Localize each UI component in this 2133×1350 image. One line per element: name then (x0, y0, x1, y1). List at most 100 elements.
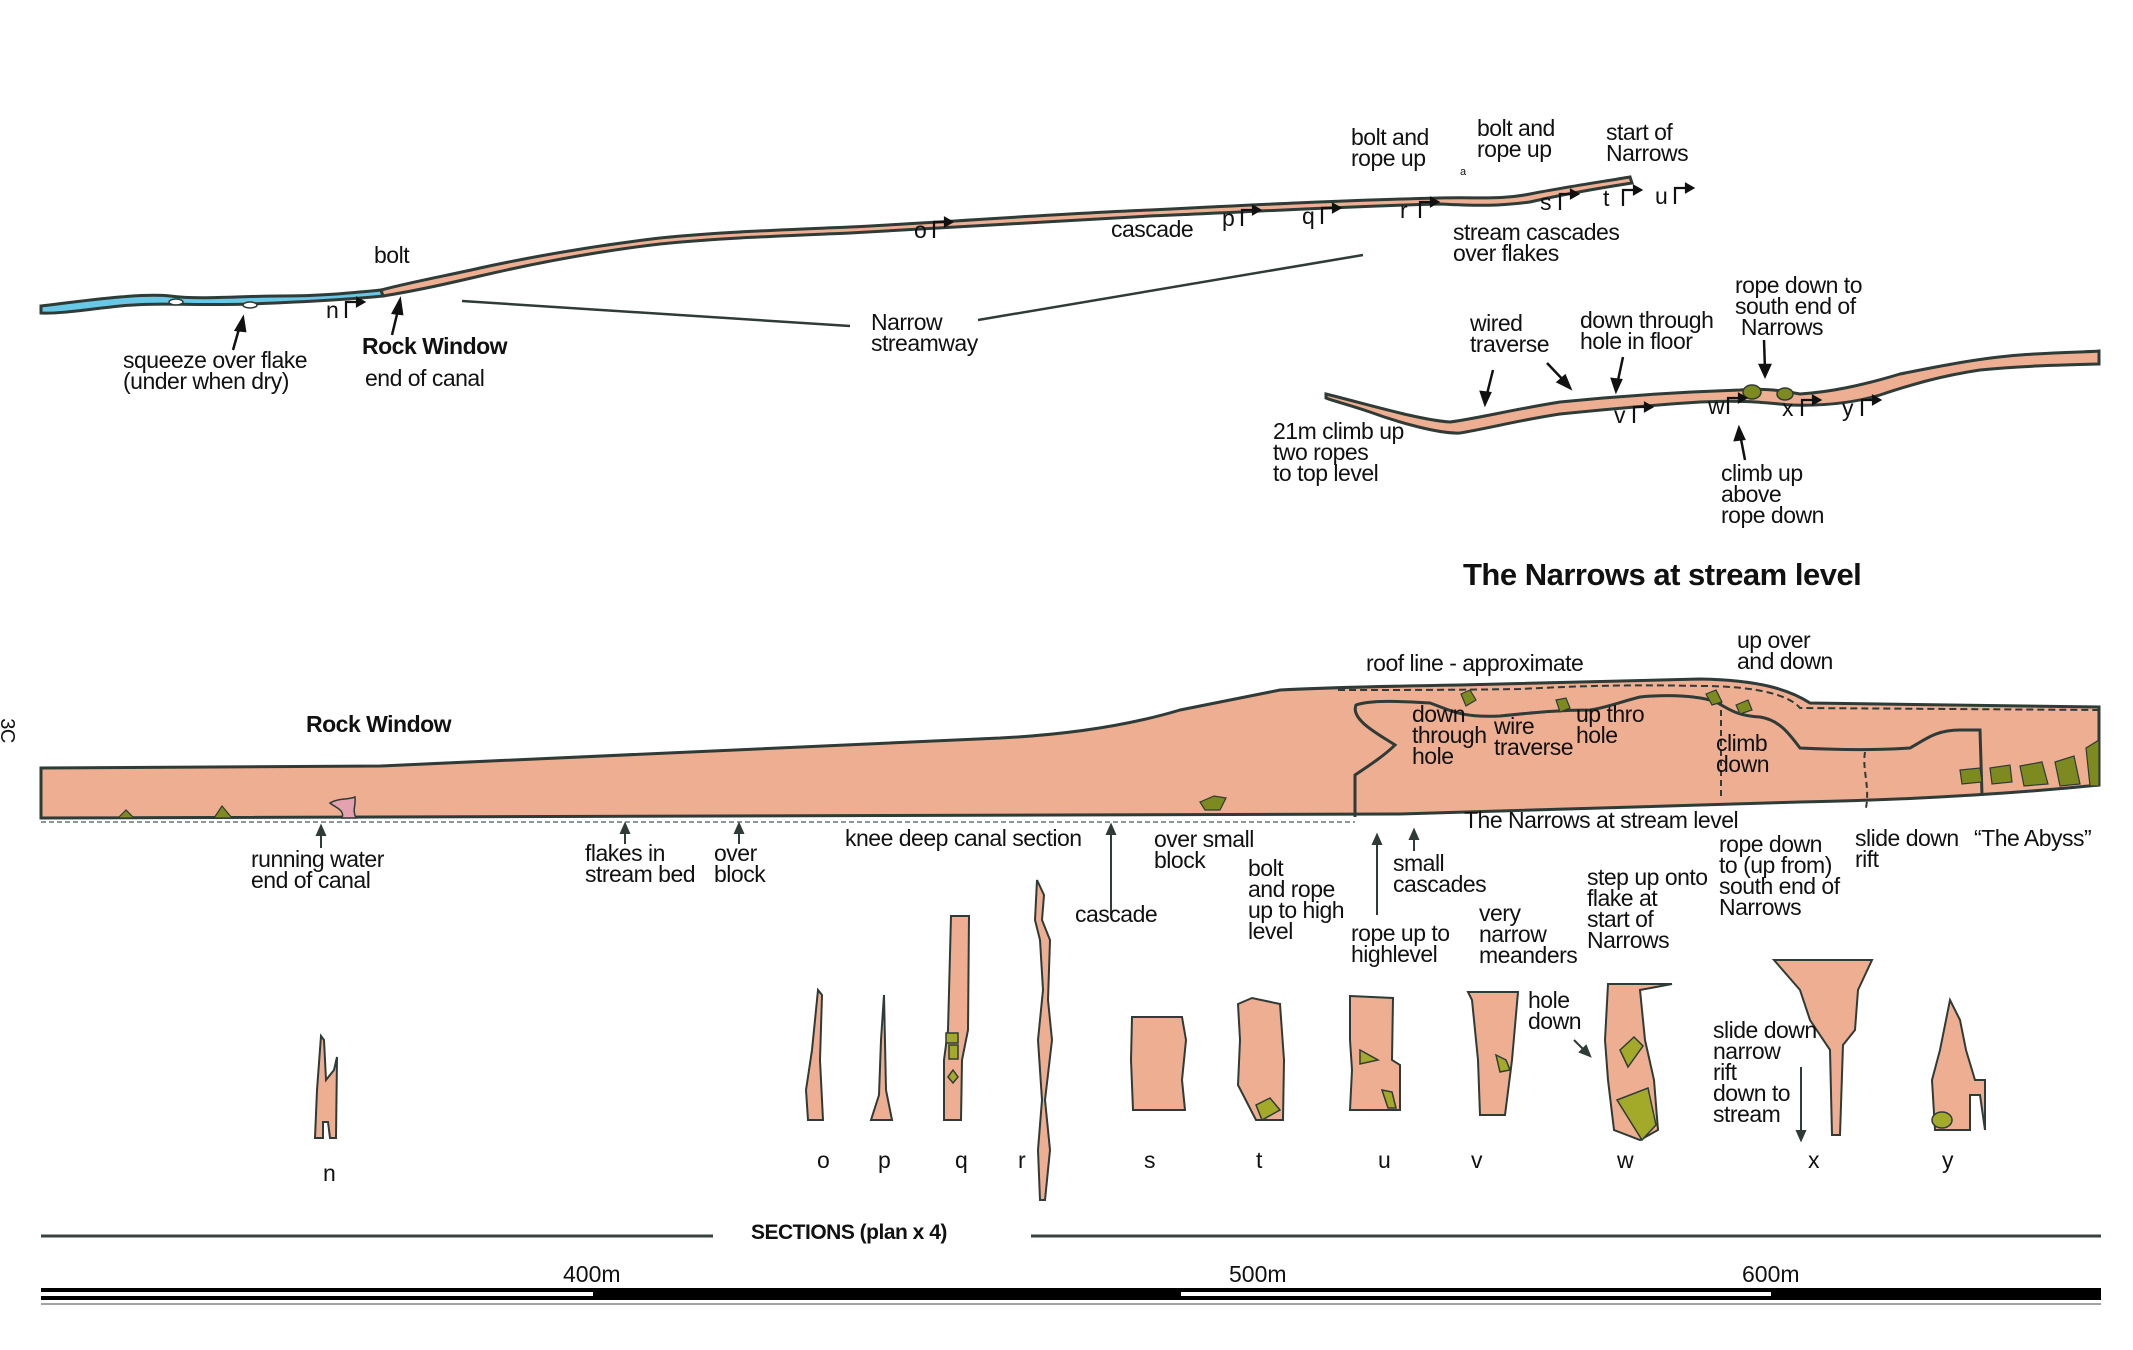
label-up-thro-hole: up thro hole (1576, 701, 1645, 748)
arrowhead (1643, 401, 1655, 413)
label-wire-traverse: wire traverse (1494, 713, 1574, 760)
arrowhead (391, 296, 404, 316)
scale-bar (41, 1288, 2101, 1305)
label-running-water: running water end of canal (251, 846, 384, 893)
section-letter-o: o (817, 1147, 830, 1173)
boulder (1494, 1053, 1512, 1073)
boulder (2019, 761, 2049, 787)
boulder (1255, 1097, 1282, 1122)
arrowhead (315, 823, 327, 836)
scale-label-500: 500m (1229, 1261, 1287, 1287)
label-rock-window-elev: Rock Window (306, 711, 452, 737)
label-wired-traverse: wired traverse (1470, 310, 1550, 357)
section-arrow-r-icon (1418, 200, 1434, 218)
arrowhead (1569, 188, 1581, 200)
boulder (1199, 795, 1227, 811)
cross-section-u (1348, 994, 1401, 1111)
label-bolt-rope-up-2: bolt and rope up (1477, 115, 1555, 162)
boulder (945, 1032, 959, 1044)
narrows-passage (1324, 349, 2101, 435)
boulder (1742, 384, 1762, 400)
label-stream-cascades: stream cascades over flakes (1453, 219, 1620, 266)
rock-window-feature (328, 795, 358, 819)
boulder (1735, 699, 1753, 715)
arrowhead (1555, 373, 1573, 391)
boulder (1359, 1048, 1381, 1065)
arrowhead (1684, 182, 1696, 194)
label-slide-down-narrow: slide down narrow rift down to stream (1713, 1017, 1817, 1127)
section-letter-q: q (955, 1147, 968, 1173)
plan-marker-n: n (326, 297, 339, 323)
label-cascade-plan: cascade (1111, 216, 1194, 242)
boulder (948, 1044, 959, 1060)
plan-marker-r: r (1400, 197, 1408, 223)
label-small-cascades: small cascades (1393, 850, 1487, 897)
roof-line-dashed (1337, 684, 2100, 711)
section-arrow-y-icon (1860, 398, 1876, 416)
cross-section-s (1129, 1016, 1188, 1111)
section-arrow-n-icon (344, 300, 360, 318)
label-rock-window-plan: Rock Window (362, 333, 508, 359)
leader-line (977, 253, 1364, 322)
label-very-narrow: very narrow meanders (1479, 900, 1578, 968)
cross-section-o (804, 987, 825, 1121)
section-letter-u: u (1378, 1147, 1391, 1173)
label-up-over: up over and down (1737, 627, 1833, 674)
section-arrow-t-icon (1621, 188, 1637, 206)
label-flakes: flakes in stream bed (585, 840, 696, 887)
arrowhead (1331, 202, 1343, 214)
label-bolt-rope-up-1: bolt and rope up (1351, 124, 1429, 171)
arrowhead (1811, 394, 1823, 406)
section-letter-y: y (1942, 1147, 1954, 1173)
cross-section-y (1930, 996, 1986, 1131)
label-small-mark: a (1460, 166, 1466, 178)
leader-line (461, 299, 851, 328)
cross-section-x (1771, 959, 1874, 1136)
label-squeeze: squeeze over flake (under when dry) (123, 347, 308, 394)
arrowhead (1737, 392, 1749, 404)
boulder (2085, 738, 2100, 787)
boulder (1705, 689, 1723, 706)
arrowhead (1610, 377, 1623, 395)
arrowhead (1632, 184, 1644, 196)
arrowhead (1105, 822, 1117, 835)
section-arrow-o-icon (932, 220, 948, 238)
cross-section-n (313, 1033, 338, 1139)
arrowhead (1795, 1130, 1807, 1143)
plan-marker-s: s (1540, 189, 1552, 215)
plan-marker-w: w (1708, 393, 1725, 419)
section-arrow-q-icon (1320, 206, 1336, 224)
cross-section-r (1033, 879, 1054, 1201)
narrows-title: The Narrows at stream level (1463, 557, 1862, 592)
scale-label-600: 600m (1742, 1261, 1800, 1287)
boulder (1931, 1111, 1953, 1129)
flake-marker (168, 298, 184, 306)
plan-marker-x: x (1782, 395, 1794, 421)
section-letter-v: v (1471, 1147, 1483, 1173)
section-letter-r: r (1018, 1147, 1026, 1173)
boulder (1776, 387, 1794, 401)
section-arrow-w-icon (1726, 396, 1742, 414)
label-step-up: step up onto flake at start of Narrows (1587, 864, 1708, 953)
arrowhead (1758, 363, 1772, 380)
section-letter-p: p (878, 1147, 891, 1173)
section-arrow-v-icon (1632, 405, 1648, 423)
arrowhead (1251, 204, 1263, 216)
label-the-abyss: “The Abyss” (1974, 825, 2092, 851)
scale-label-400: 400m (563, 1261, 621, 1287)
label-narrow-streamway: Narrow streamway (871, 309, 978, 356)
flake-marker (242, 301, 258, 309)
arrowhead (1733, 424, 1746, 442)
plan-marker-u: u (1655, 183, 1668, 209)
arrowhead (619, 821, 631, 834)
section-letter-n: n (323, 1160, 336, 1186)
label-down-through-hole-elev: down through hole (1412, 701, 1487, 769)
arrowhead (233, 314, 247, 333)
arrowhead (1429, 196, 1441, 208)
long-section-passage (39, 677, 2101, 820)
label-climb-down: climb down (1716, 730, 1769, 777)
arrowhead (1479, 390, 1492, 408)
narrow-streamway-passage (379, 175, 1634, 298)
arrowhead (943, 216, 955, 228)
